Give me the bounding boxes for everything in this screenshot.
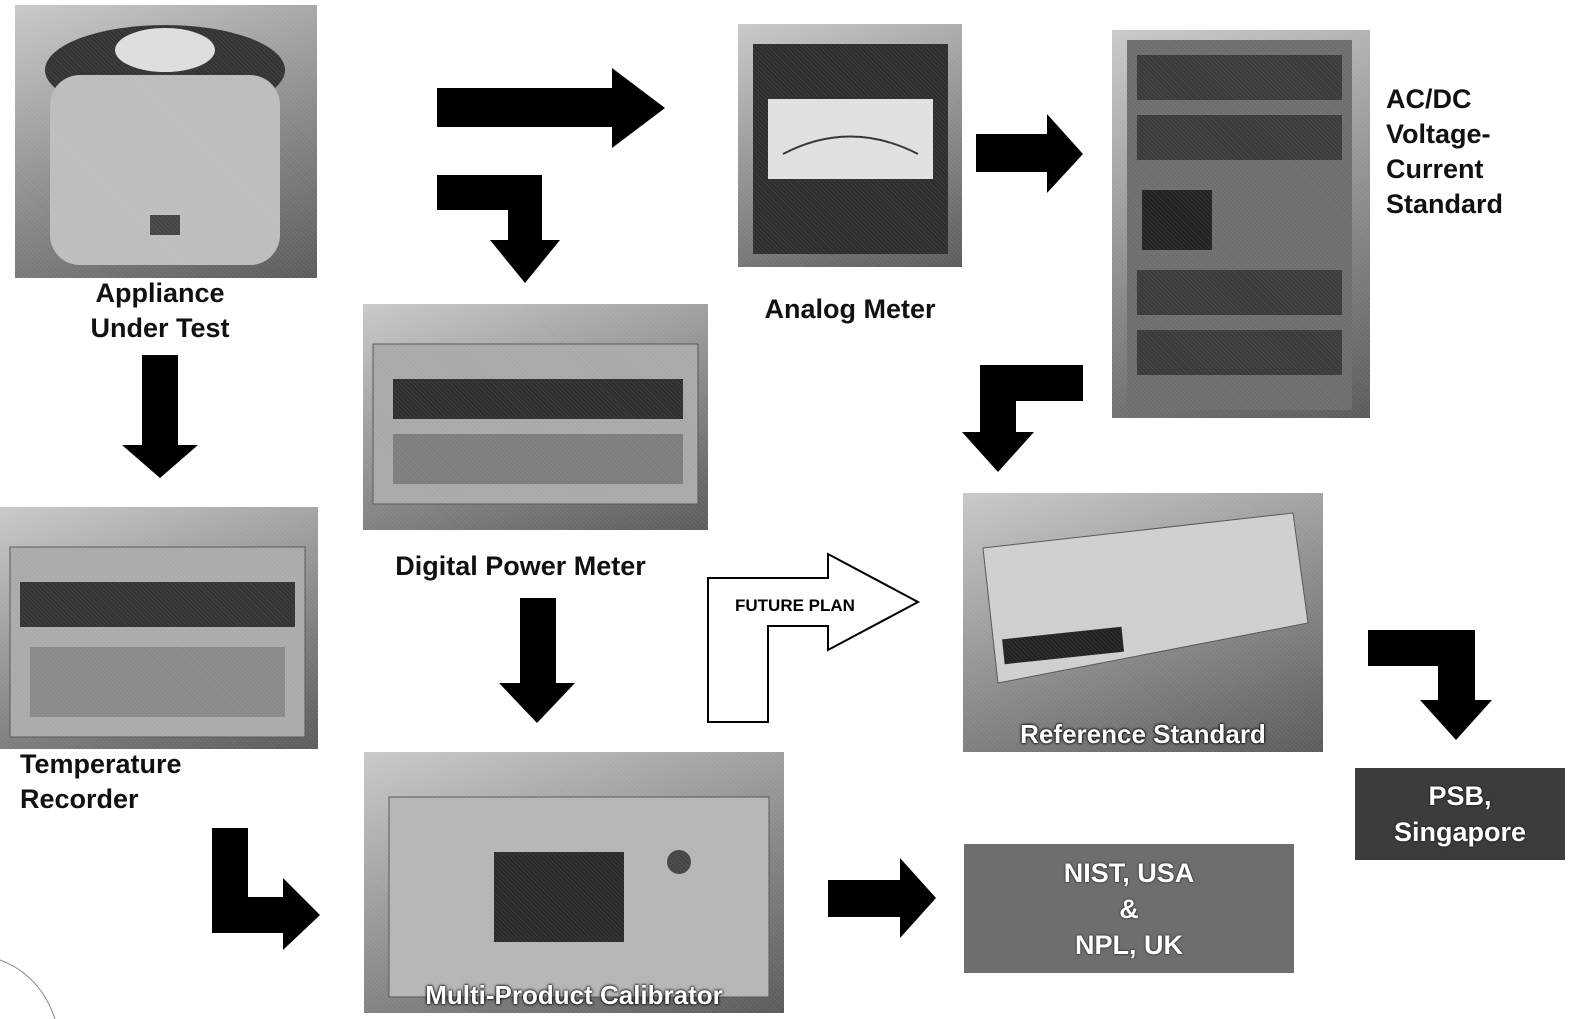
arrow-reference-to-psb bbox=[1368, 630, 1492, 740]
arrow-calibrator-to-nist bbox=[828, 858, 936, 938]
arrow-to-analog-meter bbox=[437, 68, 665, 148]
arrow-to-digital-power-meter bbox=[437, 175, 560, 283]
reference-standard-label: Reference Standard bbox=[963, 719, 1323, 750]
decorative-curve bbox=[0, 960, 55, 1019]
arrow-acdc-to-reference bbox=[962, 365, 1083, 472]
arrow-temp-to-calibrator bbox=[212, 828, 320, 950]
arrow-to-temperature-recorder bbox=[122, 355, 198, 478]
arrow-analog-to-acdc bbox=[976, 114, 1083, 193]
arrow-power-meter-to-calibrator bbox=[499, 598, 575, 723]
future-plan-label: FUTURE PLAN bbox=[735, 596, 855, 615]
future-plan-arrow bbox=[708, 554, 918, 722]
multi-product-calibrator-label: Multi-Product Calibrator bbox=[364, 980, 784, 1011]
